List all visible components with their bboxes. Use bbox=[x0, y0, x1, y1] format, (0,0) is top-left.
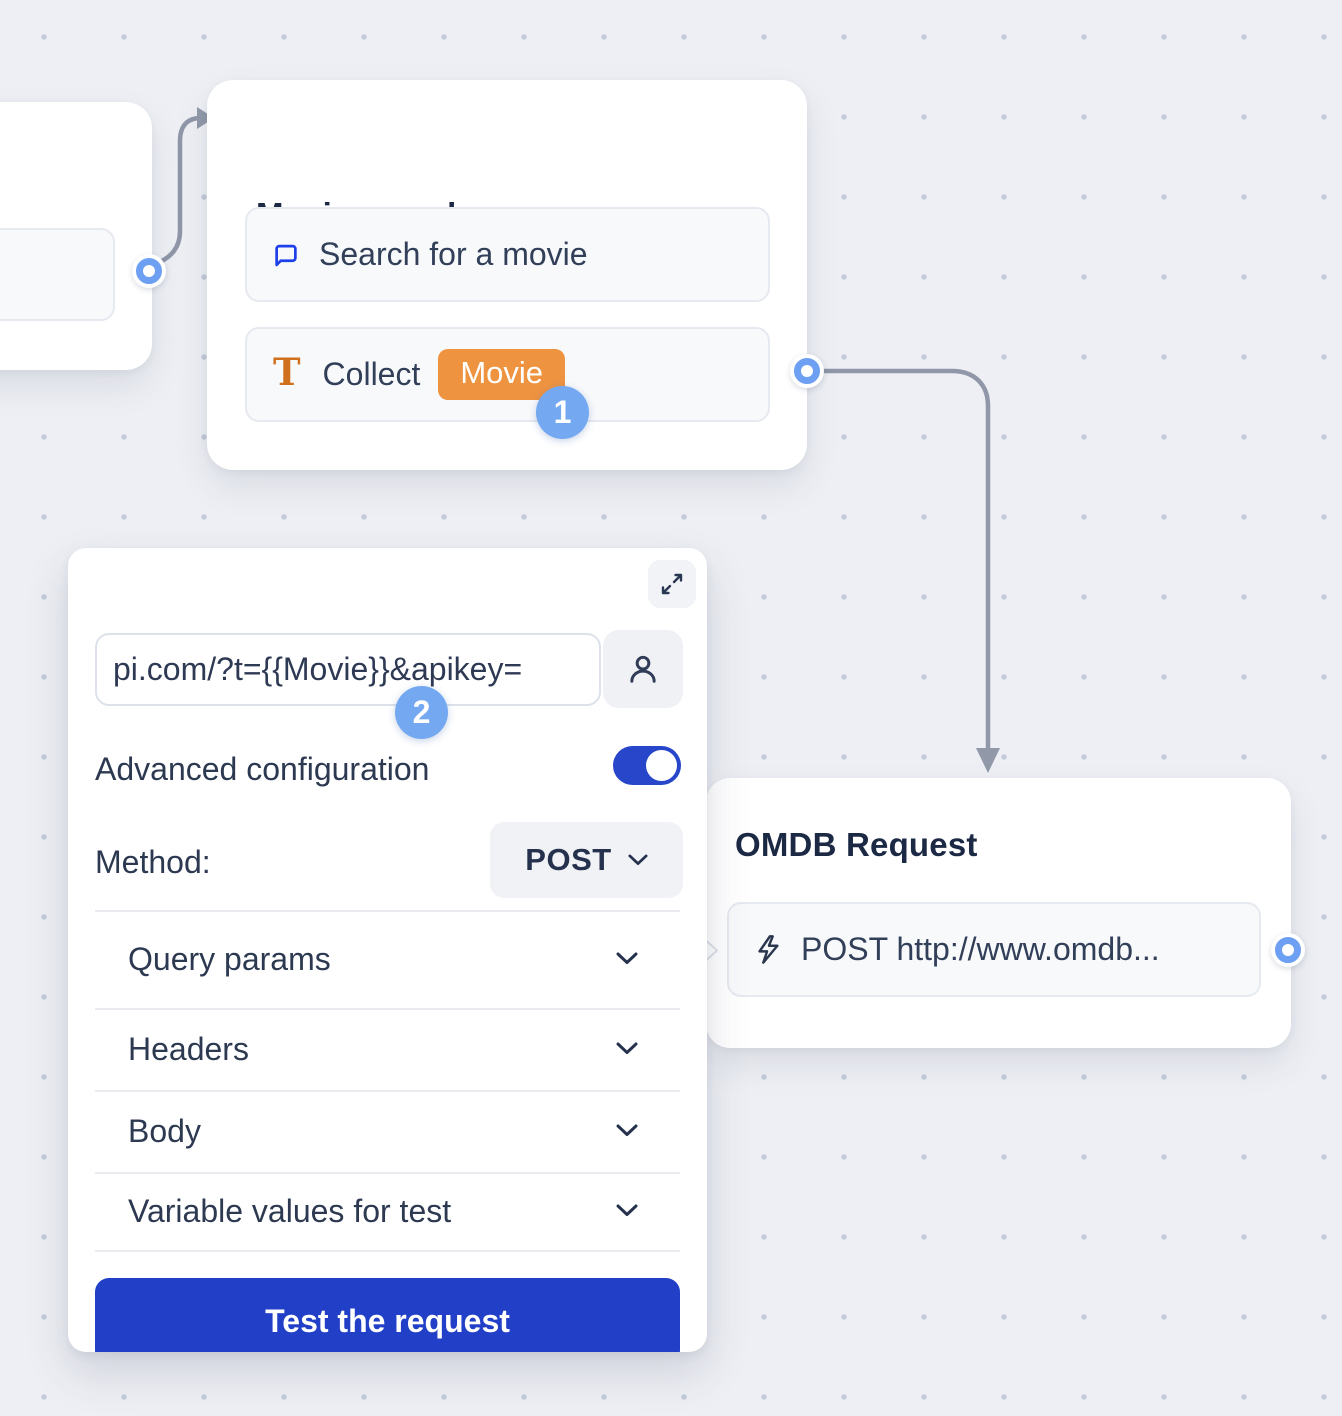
url-input-value: pi.com/?t={{Movie}}&apikey= bbox=[113, 651, 523, 687]
step-label: Search for a movie bbox=[319, 236, 588, 272]
step-search-for-movie[interactable]: Search for a movie bbox=[245, 207, 770, 302]
method-label: Method: bbox=[95, 844, 211, 880]
annotation-step-2-badge: 2 bbox=[395, 686, 448, 739]
divider bbox=[95, 1008, 680, 1010]
section-headers[interactable]: Headers bbox=[128, 1031, 249, 1067]
section-variable-values[interactable]: Variable values for test bbox=[128, 1193, 452, 1229]
node-movie-search[interactable]: Movie search Search for a movie T Collec… bbox=[207, 80, 807, 470]
chevron-down-icon bbox=[628, 854, 648, 866]
annotation-step-1-badge: 1 bbox=[536, 386, 589, 439]
advanced-configuration-toggle[interactable] bbox=[613, 746, 681, 785]
step-collect-movie[interactable]: T Collect Movie bbox=[245, 327, 770, 422]
arrowhead-right-icon bbox=[197, 107, 214, 129]
expand-diagonal-icon bbox=[660, 572, 684, 596]
lightning-icon bbox=[753, 933, 783, 966]
port-ring bbox=[136, 258, 162, 284]
section-body[interactable]: Body bbox=[128, 1113, 201, 1149]
variable-chip-movie[interactable]: Movie bbox=[438, 349, 566, 400]
expand-button[interactable] bbox=[648, 560, 696, 608]
wire-into-movie-search bbox=[150, 115, 204, 268]
toggle-knob bbox=[646, 750, 677, 781]
chevron-down-icon[interactable] bbox=[616, 1124, 638, 1137]
test-request-button[interactable]: Test the request bbox=[95, 1278, 680, 1352]
port-ring bbox=[794, 358, 820, 384]
method-value: POST bbox=[525, 842, 612, 877]
step-label: POST http://www.omdb... bbox=[801, 931, 1160, 967]
divider bbox=[95, 1250, 680, 1252]
webhook-config-panel[interactable]: pi.com/?t={{Movie}}&apikey= Advanced con… bbox=[68, 548, 707, 1352]
port-out-movie-search[interactable] bbox=[790, 354, 824, 388]
step-label: Collect bbox=[322, 356, 421, 392]
chevron-down-icon[interactable] bbox=[616, 1204, 638, 1217]
wire-movie-to-omdb bbox=[817, 368, 991, 753]
chevron-down-icon[interactable] bbox=[616, 1042, 638, 1055]
previous-node-step-row[interactable] bbox=[0, 228, 115, 321]
person-button[interactable] bbox=[603, 630, 683, 708]
previous-node-card[interactable] bbox=[0, 102, 152, 370]
node-omdb-request[interactable]: OMDB Request POST http://www.omdb... bbox=[706, 778, 1291, 1048]
node-title: OMDB Request bbox=[735, 826, 978, 863]
person-icon bbox=[626, 652, 660, 686]
text-input-icon: T bbox=[273, 350, 301, 394]
divider bbox=[95, 1090, 680, 1092]
divider bbox=[95, 910, 680, 912]
arrowhead-down-icon bbox=[976, 748, 1000, 773]
divider bbox=[95, 1172, 680, 1174]
port-out-omdb-request[interactable] bbox=[1271, 933, 1305, 967]
port-ring bbox=[1275, 937, 1301, 963]
port-out-previous-node[interactable] bbox=[132, 254, 166, 288]
url-input[interactable]: pi.com/?t={{Movie}}&apikey= bbox=[95, 633, 601, 706]
chat-bubble-icon bbox=[273, 243, 299, 267]
advanced-configuration-label: Advanced configuration bbox=[95, 751, 430, 787]
method-dropdown[interactable]: POST bbox=[490, 822, 683, 898]
step-omdb-webhook[interactable]: POST http://www.omdb... bbox=[727, 902, 1261, 997]
chevron-down-icon[interactable] bbox=[616, 952, 638, 965]
section-query-params[interactable]: Query params bbox=[128, 941, 331, 977]
